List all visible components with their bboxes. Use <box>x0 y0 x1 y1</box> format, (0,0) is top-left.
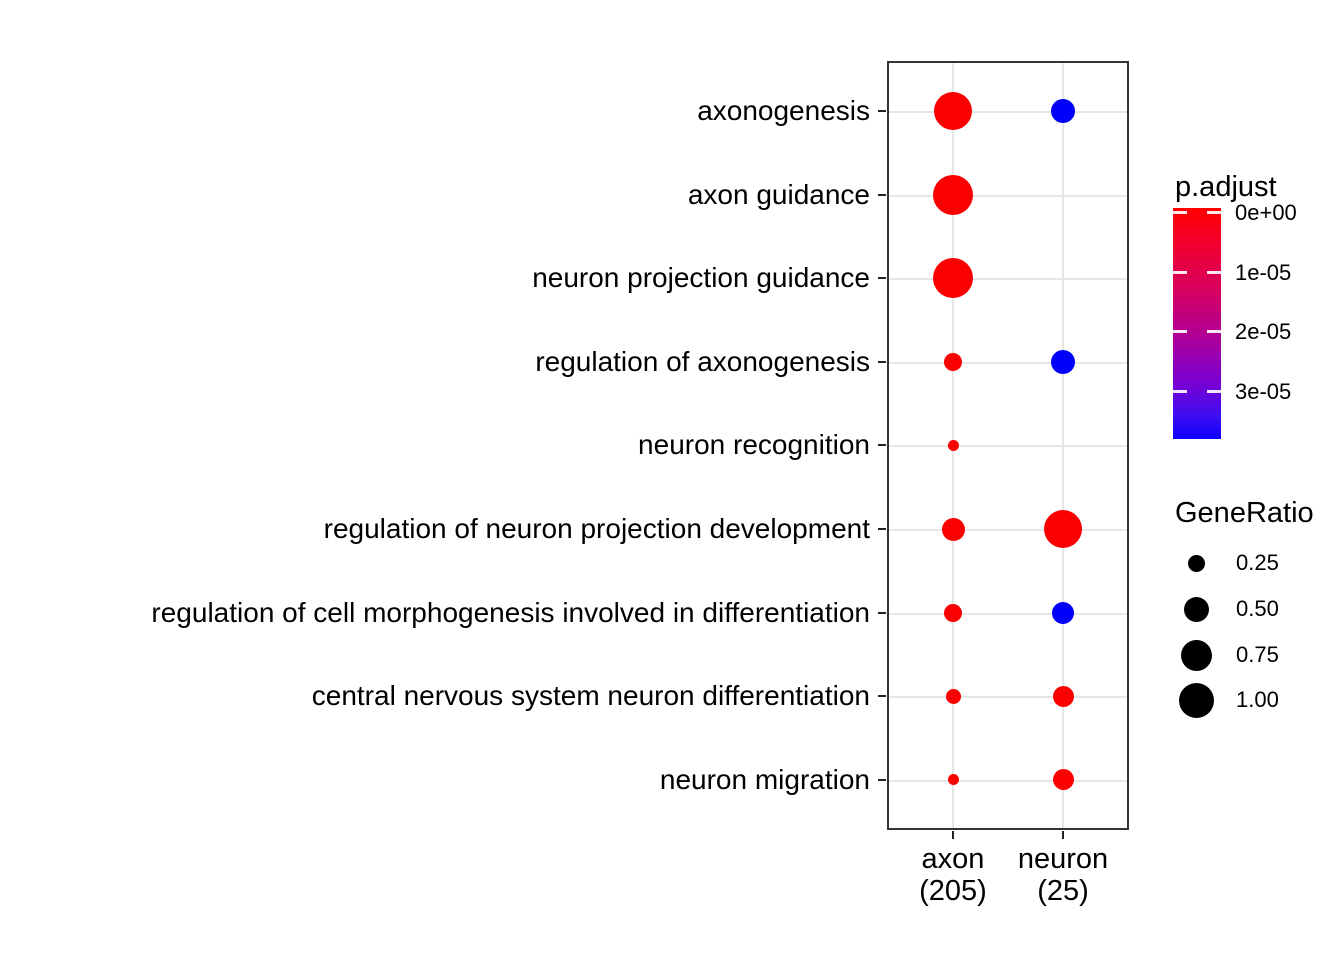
gridline-horizontal <box>889 696 1127 699</box>
plot-panel <box>887 61 1129 830</box>
gridline-horizontal <box>889 779 1127 782</box>
p-adjust-colorbar <box>1173 208 1221 439</box>
data-dot <box>1044 510 1082 548</box>
y-axis-tick <box>878 611 886 614</box>
data-dot <box>945 688 961 704</box>
data-dot <box>1052 601 1074 624</box>
size-legend-title: GeneRatio <box>1175 497 1314 529</box>
data-dot <box>933 258 973 299</box>
gridline-vertical <box>1062 63 1064 828</box>
y-axis-label: neuron projection guidance <box>532 262 870 294</box>
size-legend-key <box>1180 639 1212 671</box>
cluster-name: axon <box>921 843 985 875</box>
y-axis-label: regulation of neuron projection developm… <box>323 513 870 544</box>
size-legend-key <box>1187 554 1205 572</box>
data-dot <box>1051 99 1075 123</box>
y-axis-label: regulation of axonogenesis <box>535 345 870 377</box>
gridline-horizontal <box>889 111 1127 113</box>
y-axis-tick <box>878 193 886 196</box>
y-axis-tick <box>878 695 886 698</box>
size-legend-key <box>1183 596 1209 622</box>
data-dot <box>933 174 973 215</box>
gridline-horizontal <box>889 445 1127 448</box>
color-legend-title: p.adjust <box>1175 171 1277 203</box>
size-legend-label: 1.00 <box>1236 687 1279 712</box>
gridline-horizontal <box>889 529 1127 531</box>
y-axis-label: neuron recognition <box>638 429 870 461</box>
y-axis-label: axonogenesis <box>697 95 870 126</box>
x-axis-tick <box>952 831 954 839</box>
y-axis-tick <box>878 778 886 781</box>
gridline-horizontal <box>889 278 1127 281</box>
size-legend-label: 0.50 <box>1236 596 1279 621</box>
data-dot <box>1051 349 1075 374</box>
size-legend-label: 0.25 <box>1236 550 1279 575</box>
cluster-name: neuron <box>1017 843 1109 875</box>
data-dot <box>944 603 962 622</box>
gridline-horizontal <box>889 361 1127 364</box>
size-legend-label: 0.75 <box>1236 642 1279 667</box>
y-axis-tick <box>878 360 886 363</box>
data-dot <box>1052 685 1074 707</box>
x-axis-label: axon(205) <box>863 843 1043 907</box>
y-axis-tick <box>878 444 886 447</box>
data-dot <box>934 92 972 130</box>
cluster-gene-count: (205) <box>919 875 987 907</box>
y-axis-tick <box>878 110 886 112</box>
size-legend-key <box>1178 682 1214 718</box>
data-dot <box>947 774 959 786</box>
data-dot <box>947 439 959 451</box>
gridline-horizontal <box>889 194 1127 197</box>
y-axis-tick <box>878 528 886 530</box>
colorbar-tick-label: 3e-05 <box>1235 378 1292 404</box>
data-dot <box>944 352 962 371</box>
colorbar-tick-label: 1e-05 <box>1235 259 1292 285</box>
y-axis-label: axon guidance <box>687 178 870 210</box>
data-dot <box>1052 769 1074 791</box>
y-axis-label: regulation of cell morphogenesis involve… <box>151 596 870 628</box>
y-axis-label: central nervous system neuron differenti… <box>311 680 870 712</box>
x-axis-label: neuron(25) <box>973 843 1153 907</box>
y-axis-tick <box>878 277 886 280</box>
colorbar-tick-label: 2e-05 <box>1235 319 1292 345</box>
gridline-horizontal <box>889 612 1127 615</box>
data-dot <box>941 517 965 541</box>
y-axis-label: neuron migration <box>659 763 870 795</box>
x-axis-tick <box>1062 831 1064 839</box>
cluster-gene-count: (25) <box>1037 875 1089 907</box>
